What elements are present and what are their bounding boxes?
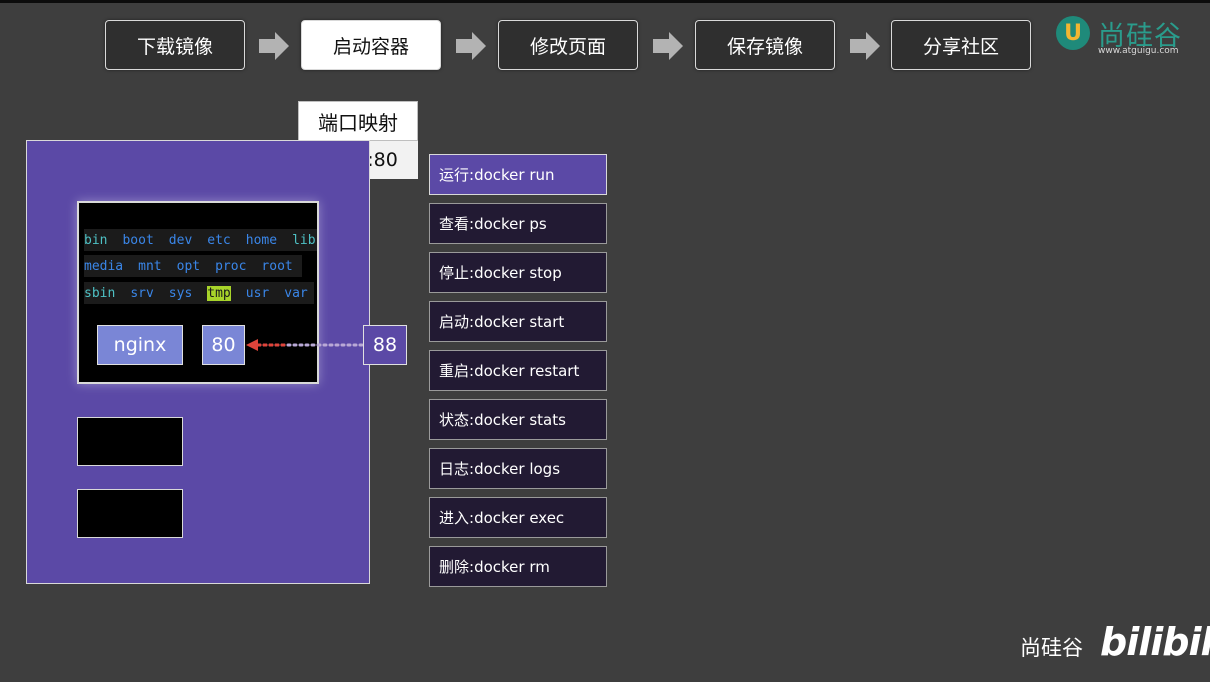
dir-dev: dev xyxy=(168,232,193,248)
logo-url: www.atguigu.com xyxy=(1098,46,1179,56)
dir-tmp: tmp xyxy=(207,285,231,301)
dir-home: home xyxy=(245,232,278,248)
command-code: docker rm xyxy=(474,557,550,576)
top-border-line xyxy=(0,0,1210,3)
nginx-app-box: nginx xyxy=(97,325,183,365)
arrow-right-icon xyxy=(653,32,683,60)
step-save-image[interactable]: 保存镜像 xyxy=(695,20,835,70)
container-placeholder-1 xyxy=(77,417,183,466)
arrow-right-icon xyxy=(850,32,880,60)
command-code: docker ps xyxy=(474,214,547,233)
command-rm[interactable]: 删除: docker rm xyxy=(429,546,607,587)
dir-opt: opt xyxy=(176,258,201,274)
command-ps[interactable]: 查看: docker ps xyxy=(429,203,607,244)
command-key: 状态: xyxy=(439,411,475,429)
command-key: 重启: xyxy=(439,362,475,380)
command-start[interactable]: 启动: docker start xyxy=(429,301,607,342)
command-restart[interactable]: 重启: docker restart xyxy=(429,350,607,391)
command-code: docker restart xyxy=(474,361,580,380)
step-download-image[interactable]: 下载镜像 xyxy=(105,20,245,70)
arrow-right-icon xyxy=(456,32,486,60)
dir-bin: bin xyxy=(84,232,108,248)
dir-lib: lib xyxy=(292,232,316,248)
port-mapping-title: 端口映射 xyxy=(298,101,418,141)
logo-name: 尚硅谷 xyxy=(1098,21,1182,52)
atguigu-logo: U 尚硅谷 www.atguigu.com xyxy=(1056,14,1202,56)
command-code: docker start xyxy=(474,312,565,331)
dir-etc: etc xyxy=(207,232,231,248)
fs-row-3: sbin srv sys tmp usr var xyxy=(84,282,314,304)
step-share-community[interactable]: 分享社区 xyxy=(891,20,1031,70)
arrow-right-icon xyxy=(259,32,289,60)
step-modify-page[interactable]: 修改页面 xyxy=(498,20,638,70)
command-code: docker run xyxy=(474,165,555,184)
command-run[interactable]: 运行: docker run xyxy=(429,154,607,195)
dir-mnt: mnt xyxy=(138,258,162,274)
dir-boot: boot xyxy=(122,232,154,248)
watermark-text: 尚硅谷 xyxy=(1020,636,1083,660)
dir-sys: sys xyxy=(168,285,193,301)
dir-srv: srv xyxy=(130,285,154,301)
dir-usr: usr xyxy=(245,285,270,301)
dir-sbin: sbin xyxy=(84,285,116,301)
bilibili-logo: bilibili xyxy=(1100,620,1210,664)
command-key: 启动: xyxy=(439,313,475,331)
command-key: 进入: xyxy=(439,509,475,527)
fs-row-2: media mnt opt proc root xyxy=(84,255,302,277)
container-port-box: 80 xyxy=(202,325,245,365)
dir-var: var xyxy=(284,285,308,301)
command-code: docker logs xyxy=(474,459,561,478)
command-key: 运行: xyxy=(439,166,475,184)
command-key: 停止: xyxy=(439,264,475,282)
logo-u-icon: U xyxy=(1056,16,1090,50)
fs-row-1: bin boot dev etc home lib xyxy=(84,229,317,251)
step-start-container[interactable]: 启动容器 xyxy=(301,20,441,70)
command-code: docker stop xyxy=(474,263,562,282)
command-exec[interactable]: 进入: docker exec xyxy=(429,497,607,538)
dir-proc: proc xyxy=(215,258,247,274)
command-key: 删除: xyxy=(439,558,475,576)
command-code: docker exec xyxy=(474,508,565,527)
port-forward-arrow-icon xyxy=(246,339,364,351)
container-placeholder-2 xyxy=(77,489,183,538)
dir-root: root xyxy=(261,258,293,274)
command-key: 日志: xyxy=(439,460,475,478)
command-logs[interactable]: 日志: docker logs xyxy=(429,448,607,489)
command-stop[interactable]: 停止: docker stop xyxy=(429,252,607,293)
host-port-box: 88 xyxy=(363,325,407,365)
command-code: docker stats xyxy=(474,410,566,429)
command-key: 查看: xyxy=(439,215,475,233)
dir-media: media xyxy=(84,258,124,274)
command-stats[interactable]: 状态: docker stats xyxy=(429,399,607,440)
